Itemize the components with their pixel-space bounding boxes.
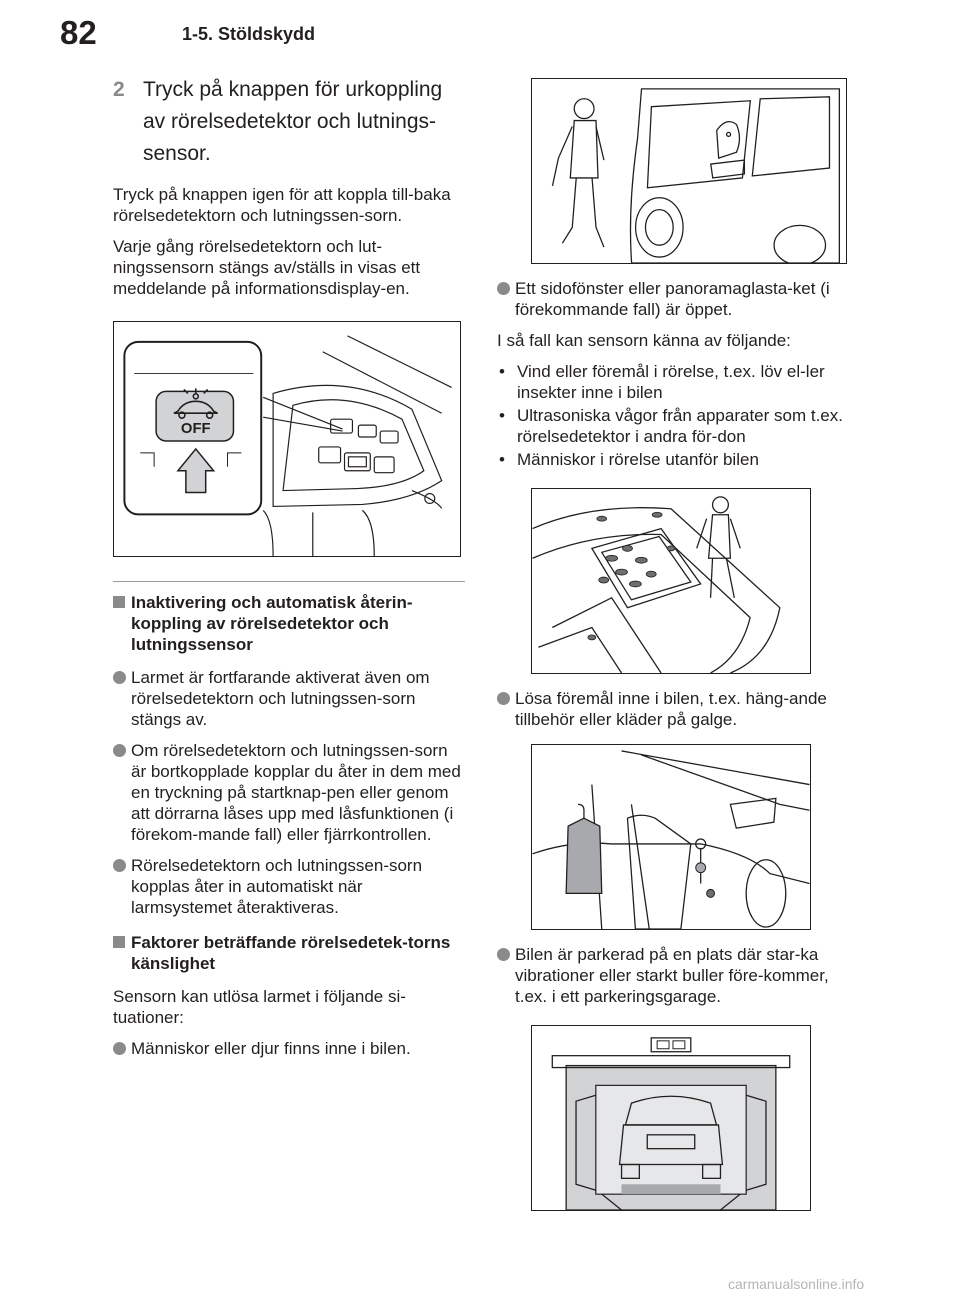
list-item-text: Om rörelsedetektorn och lutningssen-sorn… — [131, 741, 461, 844]
paragraph-message: Varje gång rörelsedetektorn och lut-ning… — [113, 237, 421, 298]
sub-bullet-marker: • — [499, 450, 505, 469]
sub-bullet-marker: • — [499, 362, 505, 381]
list-item: Människor eller djur finns inne i bilen. — [113, 1038, 465, 1059]
figure-leaves-sunroof — [531, 488, 811, 674]
bullet-icon — [113, 857, 131, 875]
list-item-text: Lösa föremål inne i bilen, t.ex. häng-an… — [515, 689, 827, 729]
bullet-icon — [113, 669, 131, 687]
square-marker-icon — [113, 932, 131, 974]
bullet-icon — [113, 1040, 131, 1058]
bullet-icon — [497, 690, 515, 708]
section-divider — [113, 581, 465, 582]
list-item-text: Bilen är parkerad på en plats där star-k… — [515, 945, 829, 1006]
person-dog-illustration — [551, 88, 841, 263]
switch-illustration: OFF — [123, 335, 452, 556]
sub-list-item-text: Människor i rörelse utanför bilen — [517, 450, 759, 469]
step-2: 2 Tryck på knappen för urkoppling av rör… — [113, 74, 465, 170]
list-item-text: Larmet är fortfarande aktiverat även om … — [131, 668, 430, 729]
bullet-icon — [497, 280, 515, 298]
hanging-clothes-illustration — [532, 750, 810, 929]
step-number: 2 — [113, 78, 125, 101]
list-item: Om rörelsedetektorn och lutningssen-sorn… — [113, 740, 465, 845]
page-number: 82 — [60, 14, 97, 51]
section-title: 1-5. Stöldskydd — [182, 24, 316, 44]
list-item-text: Ett sidofönster eller panoramaglasta-ket… — [515, 279, 830, 319]
list-item: Larmet är fortfarande aktiverat även om … — [113, 667, 465, 730]
bullet-icon — [113, 742, 131, 760]
square-marker-icon — [113, 592, 131, 655]
parking-garage-illustration — [532, 1026, 810, 1210]
list-item-text: Människor eller djur finns inne i bilen. — [131, 1039, 411, 1058]
list-item: Rörelsedetektorn och lutningssen-sorn ko… — [113, 855, 465, 918]
header-rule — [158, 58, 960, 60]
sub-list-item-text: Ultrasoniska vågor från apparater som t.… — [517, 406, 843, 446]
page-header: 82 1-5. Stöldskydd — [0, 0, 960, 60]
heading-deactivation-text: Inaktivering och automatisk återin-koppl… — [131, 593, 413, 654]
sub-list-item-text: Vind eller föremål i rörelse, t.ex. löv … — [517, 362, 825, 402]
figure-intrusion-sensor-switch: OFF — [113, 321, 461, 557]
right-column: Ett sidofönster eller panoramaglasta-ket… — [497, 78, 849, 1211]
sub-list-item: • Människor i rörelse utanför bilen — [497, 449, 849, 470]
list-item: Ett sidofönster eller panoramaglasta-ket… — [497, 278, 849, 320]
paragraph-reactivate: Tryck på knappen igen för att koppla til… — [113, 185, 451, 225]
sub-bullet-marker: • — [499, 406, 505, 425]
heading-sensitivity-text: Faktorer beträffande rörelsedetek-torns … — [131, 933, 451, 973]
sub-list-item: • Ultrasoniska vågor från apparater som … — [497, 405, 849, 447]
sub-list-item: • Vind eller föremål i rörelse, t.ex. lö… — [497, 361, 849, 403]
left-column: 2 Tryck på knappen för urkoppling av rör… — [113, 74, 465, 1069]
figure-person-dog-car — [531, 78, 847, 264]
off-button-label: OFF — [181, 421, 211, 437]
list-item-text: Rörelsedetektorn och lutningssen-sorn ko… — [131, 856, 423, 917]
heading-sensitivity: Faktorer beträffande rörelsedetek-torns … — [113, 932, 465, 974]
figure-hanging-clothes — [531, 744, 811, 930]
paragraph-sense: I så fall kan sensorn känna av följande: — [497, 331, 791, 350]
list-item: Lösa föremål inne i bilen, t.ex. häng-an… — [497, 688, 849, 730]
step-text: Tryck på knappen för urkoppling av rörel… — [143, 78, 443, 165]
leaves-sunroof-illustration — [532, 496, 781, 673]
figure-parking-garage — [531, 1025, 811, 1211]
arrow-up-icon — [176, 447, 216, 494]
paragraph-situations: Sensorn kan utlösa larmet i följande si-… — [113, 987, 406, 1027]
footer-watermark: carmanualsonline.info — [728, 1276, 865, 1292]
heading-deactivation: Inaktivering och automatisk återin-koppl… — [113, 592, 465, 655]
list-item: Bilen är parkerad på en plats där star-k… — [497, 944, 849, 1007]
bullet-icon — [497, 946, 515, 964]
page-number-box: 82 — [0, 0, 158, 60]
